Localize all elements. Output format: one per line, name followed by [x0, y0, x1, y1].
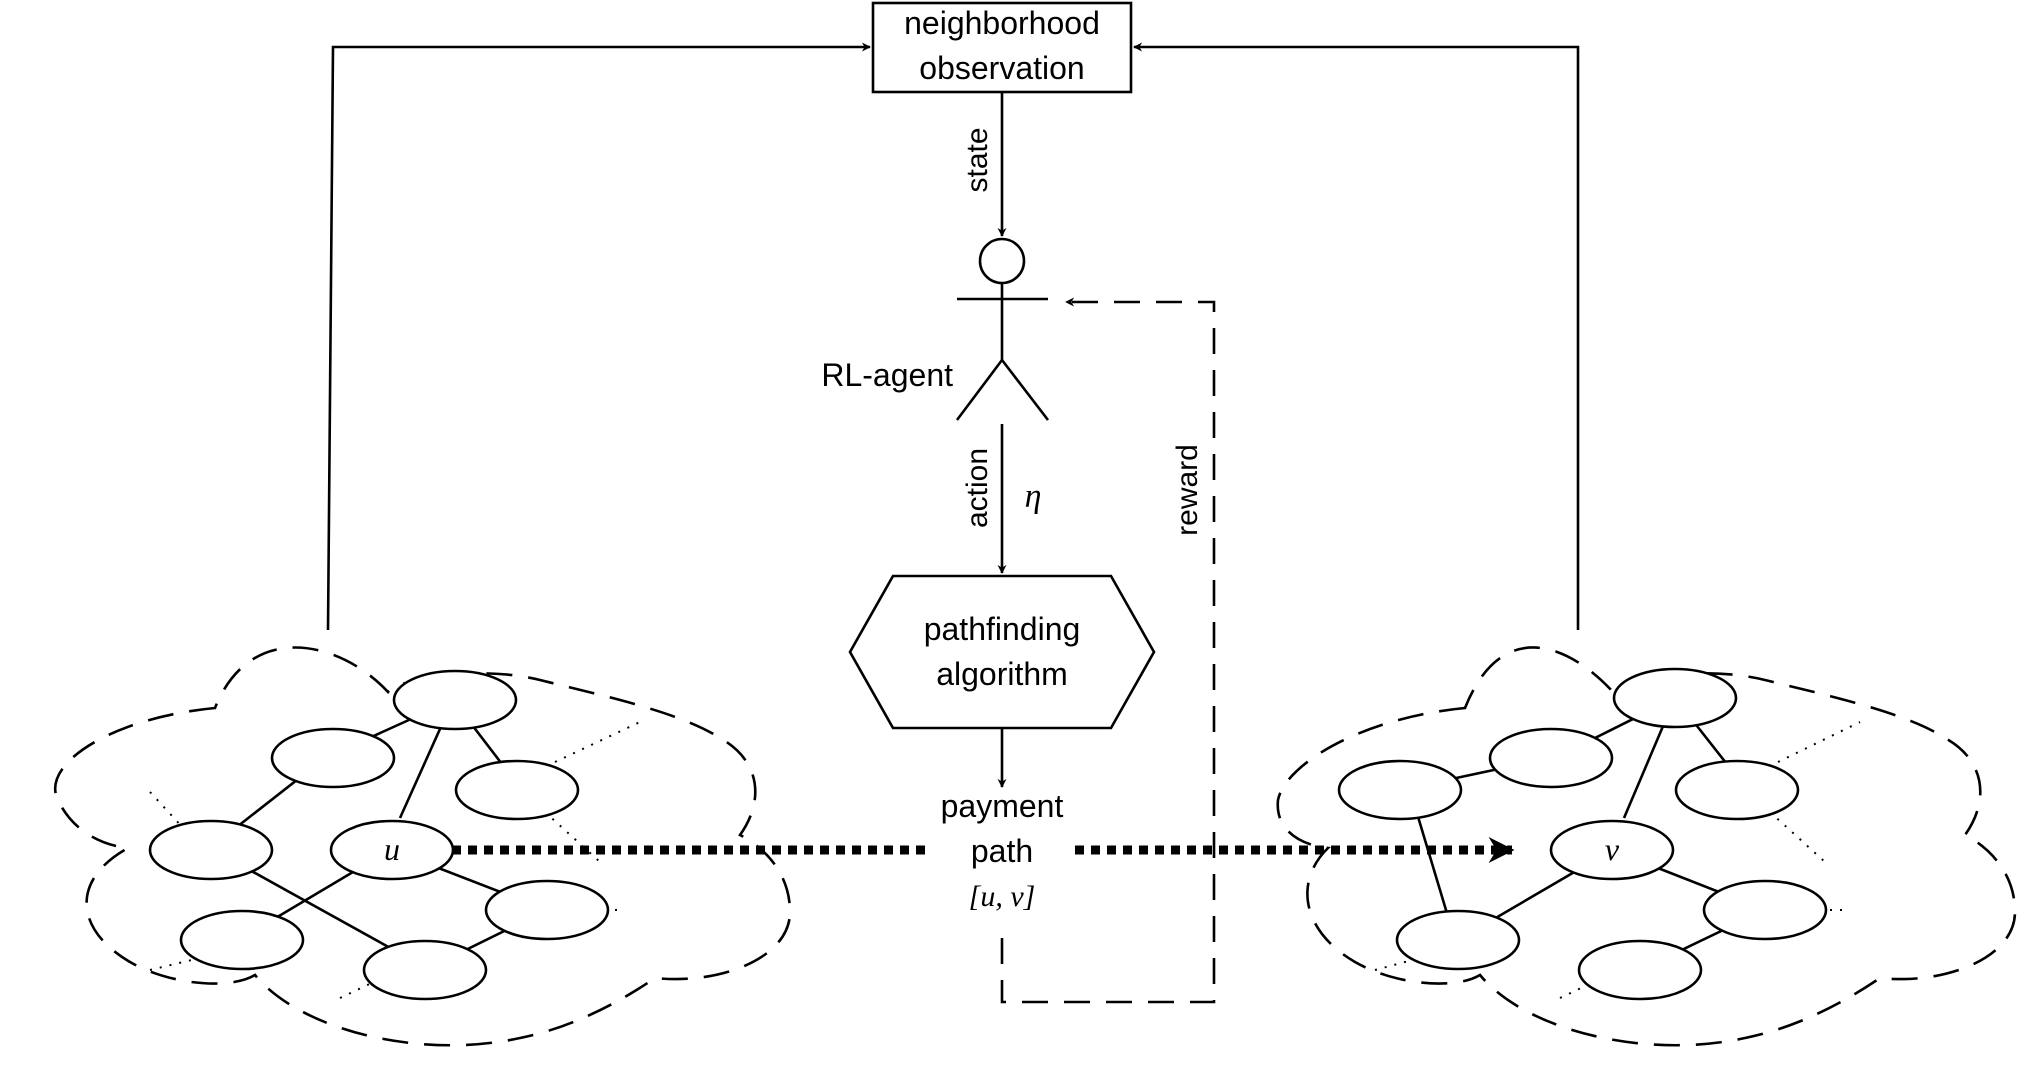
left-network-cloud — [53, 646, 792, 1047]
pathfinding-line2: algorithm — [936, 656, 1068, 692]
reward-label: reward — [1171, 444, 1204, 536]
pathfinding-algorithm-box — [848, 574, 1156, 730]
observation-box-line2: observation — [919, 50, 1084, 86]
pathfinding-line1: pathfinding — [924, 611, 1081, 647]
reward-arrow — [1000, 297, 1216, 1004]
action-label: action — [961, 448, 994, 528]
right-network-graph — [1337, 667, 1861, 1001]
payment-path-line1: payment — [941, 788, 1064, 824]
observation-box-line1: neighborhood — [904, 5, 1100, 41]
target-node-v — [1549, 819, 1675, 881]
eta-symbol: η — [1025, 478, 1042, 515]
source-node-u — [329, 819, 455, 881]
right-network-feedback-arrow — [1133, 42, 1580, 630]
right-network-cloud — [1276, 646, 2017, 1047]
source-node-u-label: u — [384, 831, 400, 867]
left-network-feedback-arrow — [326, 42, 871, 631]
rl-agent-label: RL-agent — [821, 357, 953, 393]
rl-agent-figure — [955, 237, 1050, 421]
payment-path-value: [u, v] — [969, 880, 1036, 913]
payment-path-line2: path — [971, 833, 1033, 869]
left-network-graph — [148, 669, 641, 1001]
target-node-v-label: v — [1605, 831, 1620, 867]
state-label: state — [961, 127, 994, 192]
